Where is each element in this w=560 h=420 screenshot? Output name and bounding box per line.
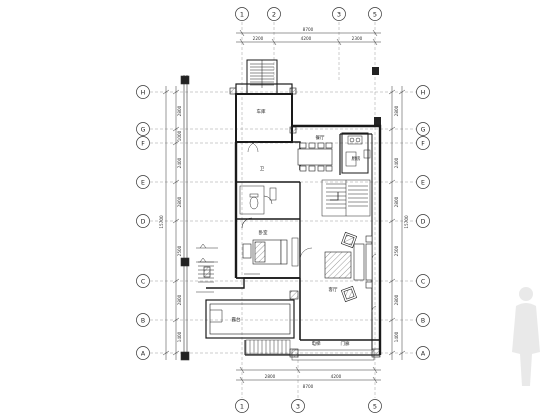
axis-label-top-1: 1 [240, 11, 244, 19]
dim-top-seg-2: 4200 [301, 36, 312, 41]
axis-label-left-C: C [141, 278, 145, 285]
hatched-columns [203, 87, 381, 358]
room-label-storage: 车库 [257, 108, 266, 115]
dining-table [297, 142, 333, 172]
axis-label-top-2: 2 [272, 11, 276, 19]
room-label-terrace: 露台 [232, 316, 241, 323]
room-label-lift: 电梯 [312, 340, 321, 347]
dim-left-seg-1: 2800 [177, 105, 182, 116]
dim-bottom-seg-2: 4200 [331, 374, 342, 379]
axis-bubble-bottom-1 [235, 399, 249, 413]
dim-right-seg-3: 2800 [394, 196, 399, 207]
dim-right-seg-4: 2500 [394, 245, 399, 256]
axis-label-top-3: 3 [337, 11, 341, 19]
dimension-lines [162, 29, 406, 384]
dim-right-seg-5: 2800 [394, 294, 399, 305]
watermark-figure [512, 287, 540, 386]
wc-fixtures [239, 185, 277, 215]
room-label-wc: 卫 [260, 166, 265, 172]
axis-label-left-G: G [141, 126, 146, 133]
dim-left-overall: 15700 [159, 215, 164, 229]
axis-label-right-F: F [421, 140, 425, 147]
dim-left-seg-7: 1400 [177, 331, 182, 342]
room-label-kitchen: 厨房 [352, 155, 361, 162]
left-fence [180, 75, 190, 361]
axis-bubble-bottom-5 [368, 399, 382, 413]
dim-right-seg-1: 2800 [394, 105, 399, 116]
axis-label-bottom-1: 1 [240, 403, 244, 411]
building-walls [234, 59, 382, 356]
dim-right-seg-2: 2400 [394, 157, 399, 168]
axis-bubbles-bottom [235, 399, 382, 413]
axis-label-left-F: F [141, 140, 145, 147]
dim-left-seg-6: 2800 [177, 294, 182, 305]
dim-top-seg-3: 2300 [352, 36, 363, 41]
dim-left-seg-3: 2400 [177, 157, 182, 168]
axis-label-left-D: D [141, 218, 146, 225]
interior-stair [321, 179, 371, 217]
axis-label-right-C: C [421, 278, 425, 285]
dim-left-seg-4: 2800 [177, 196, 182, 207]
living-furniture [324, 231, 373, 303]
axis-label-right-A: A [421, 350, 426, 357]
room-label-living: 客厅 [329, 286, 338, 293]
porch-steps [245, 339, 375, 361]
axis-label-left-H: H [141, 89, 146, 96]
axis-bubble-top-5 [368, 7, 382, 21]
axis-bubbles-right [416, 85, 430, 360]
axis-label-right-D: D [421, 218, 426, 225]
door-swings [247, 141, 377, 313]
axis-label-left-E: E [141, 179, 145, 186]
dim-bottom-seg-1: 2800 [265, 374, 276, 379]
dim-top-overall: 8700 [303, 27, 314, 32]
level-markers [196, 243, 218, 293]
dim-left-seg-5: 2500 [177, 245, 182, 256]
dim-bottom-overall: 8700 [303, 384, 314, 389]
axis-bubble-bottom-3 [291, 399, 305, 413]
axis-bubbles-left [136, 85, 150, 360]
room-label-dining: 餐厅 [316, 134, 325, 141]
dim-right-seg-6: 1400 [394, 331, 399, 342]
room-label-bedroom: 卧室 [259, 229, 268, 236]
axis-label-right-E: E [421, 179, 425, 186]
terrace-block [198, 261, 300, 339]
grid-lines [150, 22, 420, 398]
dim-left-seg-2: 1000 [177, 130, 182, 141]
axis-bubble-top-2 [267, 7, 281, 21]
dimension-text: 8700 2200 4200 2300 2800 4200 8700 15700… [159, 27, 409, 389]
room-label-porch: 门廊 [341, 340, 350, 347]
axis-label-bottom-5: 5 [373, 403, 377, 411]
bedroom-desk [244, 237, 299, 275]
axis-label-right-H: H [421, 89, 426, 96]
bedroom-bed [241, 217, 288, 265]
axis-label-left-B: B [141, 317, 145, 324]
axis-bubbles-top [235, 7, 382, 21]
axis-label-top-5: 5 [373, 11, 377, 19]
dim-right-overall: 15700 [404, 215, 409, 229]
axis-label-left-A: A [141, 350, 146, 357]
axis-bubble-top-1 [235, 7, 249, 21]
axis-bubble-top-3 [332, 7, 346, 21]
axis-label-right-B: B [421, 317, 425, 324]
dim-top-seg-1: 2200 [253, 36, 264, 41]
axis-label-bottom-3: 3 [296, 403, 300, 411]
axis-label-right-G: G [421, 126, 426, 133]
kitchen-fixtures [345, 135, 371, 167]
right-columns [372, 67, 381, 125]
